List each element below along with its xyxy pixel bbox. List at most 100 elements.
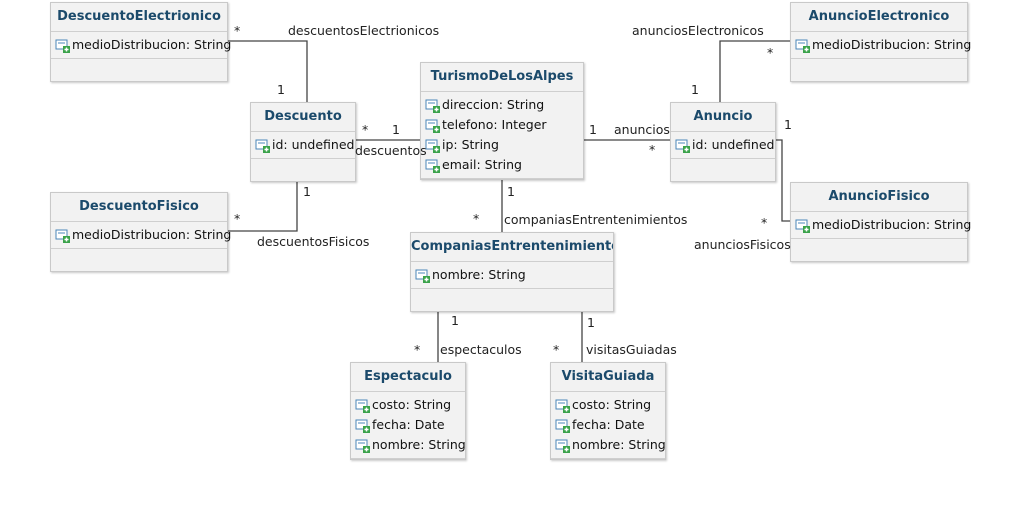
class-anuncio-fisico[interactable]: AnuncioFisico medioDistribucion: String (790, 182, 971, 262)
class-descuento-electrionico[interactable]: DescuentoElectrionico medioDistribucion:… (50, 2, 231, 82)
attribute-add-icon (425, 137, 441, 153)
class-companias-entrentenimiento[interactable]: CompaniasEntrentenimiento nombre: String (410, 232, 614, 312)
attribute-row[interactable]: email: String (425, 155, 583, 175)
mult-anuncios-electronicos-source: * (767, 45, 774, 60)
role-descuentos: descuentos (355, 143, 427, 158)
class-anuncio[interactable]: Anuncio id: undefined (670, 102, 776, 182)
mult-descuentos-electrionicos-source: * (234, 23, 241, 38)
class-operations (51, 59, 227, 81)
mult-descuentos-fisicos-source: 1 (303, 184, 311, 199)
class-operations (411, 289, 613, 311)
role-descuentos-fisicos: descuentosFisicos (257, 234, 370, 249)
mult-visitas-guiadas-target: * (553, 342, 560, 357)
role-espectaculos: espectaculos (440, 342, 522, 357)
attribute-row[interactable]: fecha: Date (555, 415, 665, 435)
attribute-add-icon (425, 97, 441, 113)
attribute-add-icon (55, 227, 71, 243)
class-attributes: costo: String fecha: Date nombre: String (351, 392, 466, 459)
class-operations (791, 239, 967, 261)
assoc-line-anuncios-electronicos (719, 40, 790, 102)
attribute-text: id: undefined (272, 137, 355, 152)
attribute-text: direccion: String (442, 97, 545, 112)
class-attributes: medioDistribucion: String (791, 32, 971, 59)
class-name: Descuento (251, 103, 355, 132)
class-attributes: medioDistribucion: String (51, 222, 231, 249)
attribute-row[interactable]: nombre: String (355, 435, 466, 455)
class-name: DescuentoElectrionico (51, 3, 227, 32)
class-operations (791, 59, 967, 81)
class-name: Espectaculo (351, 363, 465, 392)
mult-anuncios-source: 1 (589, 122, 597, 137)
attribute-row[interactable]: id: undefined (255, 135, 355, 155)
mult-espectaculos-target: * (414, 342, 421, 357)
class-attributes: costo: String fecha: Date nombre: String (551, 392, 666, 459)
class-espectaculo[interactable]: Espectaculo costo: String fecha: Date no… (350, 362, 466, 460)
class-name: AnuncioElectronico (791, 3, 967, 32)
mult-descuentos-fisicos-target: * (234, 211, 241, 226)
mult-anuncios-electronicos-target: 1 (691, 82, 699, 97)
class-name: Anuncio (671, 103, 775, 132)
attribute-add-icon (675, 137, 691, 153)
attribute-row[interactable]: medioDistribucion: String (795, 35, 971, 55)
attribute-add-icon (555, 417, 571, 433)
attribute-add-icon (355, 437, 371, 453)
class-descuento[interactable]: Descuento id: undefined (250, 102, 356, 182)
class-attributes: nombre: String (411, 262, 613, 289)
attribute-text: ip: String (442, 137, 499, 152)
attribute-text: medioDistribucion: String (812, 37, 972, 52)
assoc-line-anuncios-fisicos (776, 139, 790, 222)
attribute-row[interactable]: fecha: Date (355, 415, 465, 435)
attribute-add-icon (355, 417, 371, 433)
class-anuncio-electronico[interactable]: AnuncioElectronico medioDistribucion: St… (790, 2, 971, 82)
mult-descuentos-electrionicos-target: 1 (277, 82, 285, 97)
attribute-add-icon (355, 397, 371, 413)
class-name: TurismoDeLosAlpes (421, 63, 583, 92)
attribute-row[interactable]: telefono: Integer (425, 115, 583, 135)
mult-companias-source: 1 (507, 184, 515, 199)
class-operations (421, 179, 583, 181)
class-visita-guiada[interactable]: VisitaGuiada costo: String fecha: Date n… (550, 362, 666, 460)
attribute-row[interactable]: medioDistribucion: String (55, 225, 231, 245)
class-operations (351, 459, 465, 461)
attribute-row[interactable]: nombre: String (415, 265, 613, 285)
class-descuento-fisico[interactable]: DescuentoFisico medioDistribucion: Strin… (50, 192, 231, 272)
attribute-add-icon (55, 37, 71, 53)
class-turismo-de-los-alpes[interactable]: TurismoDeLosAlpes direccion: String tele… (420, 62, 584, 180)
attribute-row[interactable]: ip: String (425, 135, 583, 155)
role-anuncios-electronicos: anunciosElectronicos (632, 23, 764, 38)
attribute-row[interactable]: medioDistribucion: String (55, 35, 231, 55)
mult-anuncios-fisicos-source: 1 (784, 117, 792, 132)
mult-companias-target: * (473, 211, 480, 226)
attribute-text: email: String (442, 157, 522, 172)
role-descuentos-electrionicos: descuentosElectrionicos (288, 23, 440, 38)
role-companias-entrentenimientos: companiasEntrentenimientos (504, 212, 688, 227)
mult-visitas-guiadas-source: 1 (587, 315, 595, 330)
class-operations (671, 159, 775, 181)
attribute-row[interactable]: costo: String (555, 395, 665, 415)
attribute-text: fecha: Date (572, 417, 645, 432)
assoc-line-descuentos-electrionicos (228, 40, 308, 102)
attribute-add-icon (425, 117, 441, 133)
attribute-text: medioDistribucion: String (72, 227, 232, 242)
attribute-add-icon (415, 267, 431, 283)
attribute-row[interactable]: direccion: String (425, 95, 583, 115)
class-name: DescuentoFisico (51, 193, 227, 222)
attribute-row[interactable]: id: undefined (675, 135, 775, 155)
attribute-text: costo: String (572, 397, 652, 412)
class-attributes: direccion: String telefono: Integer ip: … (421, 92, 583, 179)
attribute-add-icon (555, 437, 571, 453)
attribute-add-icon (255, 137, 271, 153)
class-attributes: id: undefined (251, 132, 355, 159)
class-operations (251, 159, 355, 181)
attribute-text: nombre: String (572, 437, 666, 452)
class-name: AnuncioFisico (791, 183, 967, 212)
class-operations (551, 459, 665, 461)
class-attributes: id: undefined (671, 132, 775, 159)
attribute-row[interactable]: costo: String (355, 395, 465, 415)
attribute-add-icon (795, 217, 811, 233)
attribute-add-icon (425, 157, 441, 173)
attribute-row[interactable]: medioDistribucion: String (795, 215, 971, 235)
attribute-row[interactable]: nombre: String (555, 435, 666, 455)
